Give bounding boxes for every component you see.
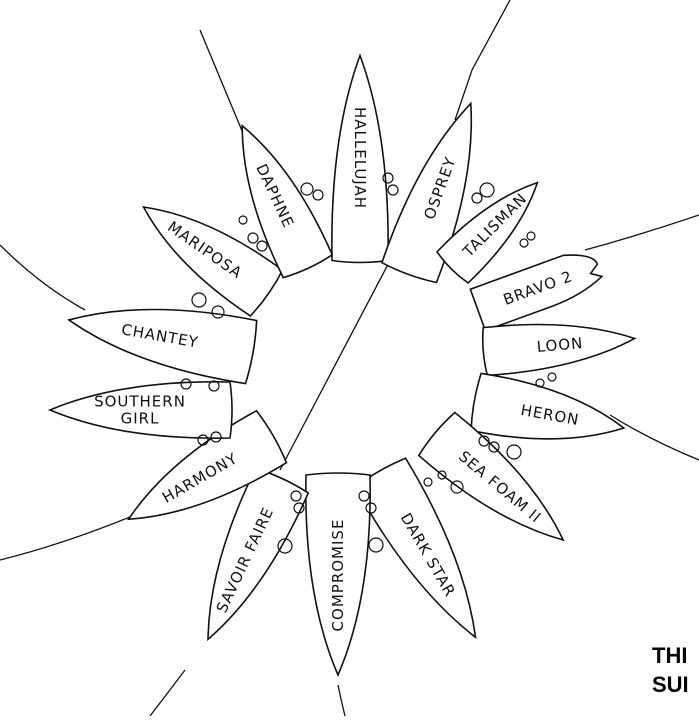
fender [520,239,528,247]
anchor-line-right-lower [610,415,699,460]
fender [369,538,383,552]
boat-heron: HERON [469,373,629,457]
anchor-line-bottom [150,670,185,716]
fender [388,185,398,195]
boat-halleluiah: HALLELUJAH [332,56,388,263]
fender [480,183,494,197]
fender [301,183,313,195]
fender [472,193,482,203]
boat-name-label: HALLELUJAH [351,107,369,209]
fender [548,373,556,381]
fender [248,233,258,243]
boat-name-label: COMPROMISE [329,519,347,632]
fender [527,232,535,240]
anchor-line-bottom-right [338,685,345,716]
anchor-line-top [455,0,510,120]
boat-compromise: COMPROMISE [306,473,370,675]
fender [239,216,247,224]
anchor-line-left [0,245,85,310]
fender [257,241,267,251]
fender [424,478,432,486]
fender [507,445,521,459]
caption-line-1: THI [652,645,687,667]
anchor-line-right-upper [585,215,699,250]
caption-line-2: SUI [652,674,689,696]
fender [313,190,323,200]
fender [192,293,206,307]
boat-chantey: CHANTEY [63,288,258,384]
